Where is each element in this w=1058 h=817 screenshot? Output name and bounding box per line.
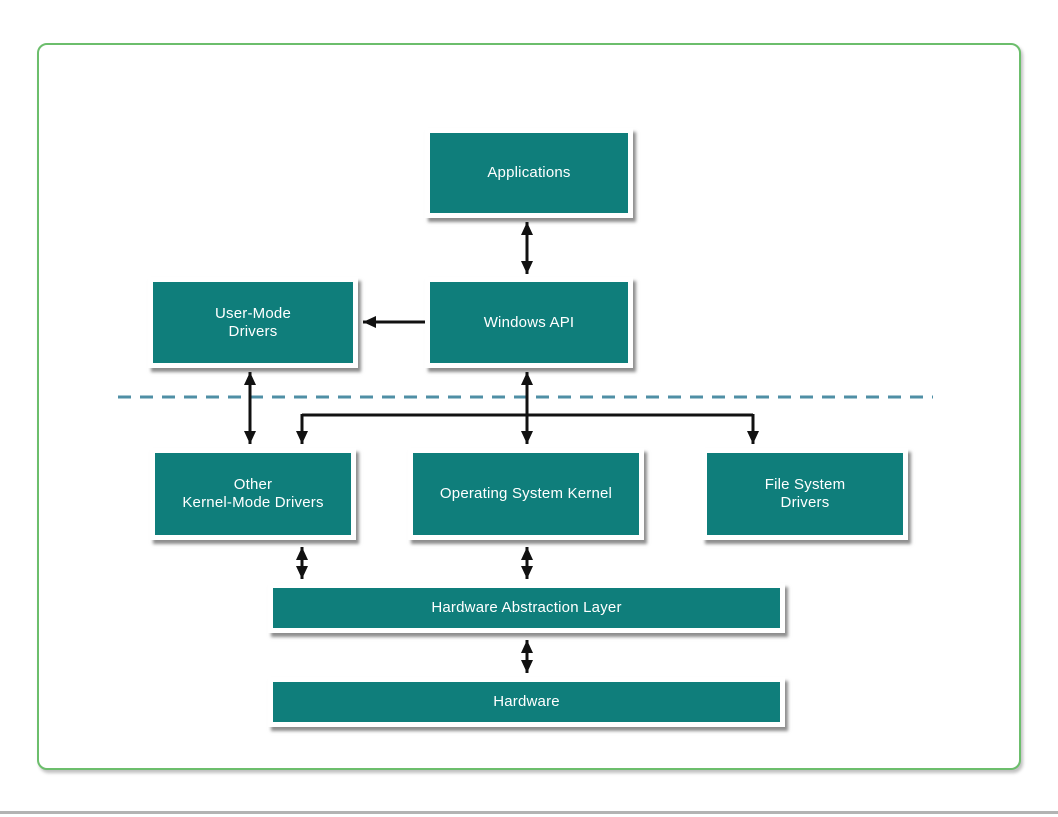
node-operating-system-kernel: Operating System Kernel [408,448,644,540]
node-hardware-abstraction-layer-label: Hardware Abstraction Layer [431,599,622,616]
node-applications-label: Applications [487,164,571,181]
node-user-mode-drivers-label: User-Mode Drivers [215,304,291,340]
node-file-system-drivers-label: File System Drivers [764,476,846,511]
node-applications: Applications [425,128,633,218]
node-file-system-drivers: File System Drivers [702,448,908,540]
page-bottom-rule [0,811,1058,814]
node-user-mode-drivers: User-Mode Drivers [148,277,358,368]
node-hardware: Hardware [268,677,785,727]
node-windows-api: Windows API [425,277,633,368]
node-hardware-abstraction-layer: Hardware Abstraction Layer [268,583,785,633]
node-windows-api-label: Windows API [483,313,575,331]
node-hardware-label: Hardware [493,693,560,710]
node-other-kernel-mode-drivers-label: Other Kernel-Mode Drivers [182,476,324,511]
node-operating-system-kernel-label: Operating System Kernel [439,485,613,502]
node-other-kernel-mode-drivers: Other Kernel-Mode Drivers [150,448,356,540]
